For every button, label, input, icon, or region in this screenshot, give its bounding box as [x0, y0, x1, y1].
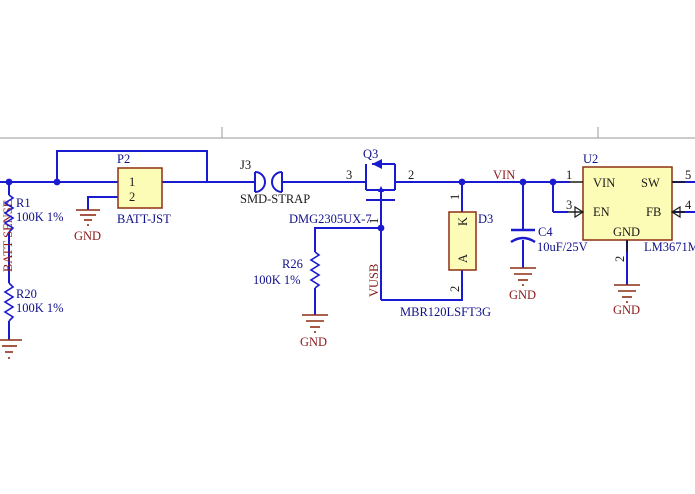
capacitor-c4: C4 10uF/25V [510, 225, 588, 254]
resistor-r1: R1 100K 1% [3, 194, 64, 233]
sheet-border [0, 127, 695, 139]
d3-pin-k: 1 [448, 194, 462, 200]
ground-symbol-r20 [0, 339, 22, 359]
d3-part: MBR120LSFT3G [400, 305, 491, 319]
q3-pin-gate: 1 [367, 218, 381, 224]
r1-value: 100K 1% [16, 210, 64, 224]
c4-designator: C4 [538, 225, 553, 239]
gnd-label-r26: GND [300, 335, 327, 349]
mosfet-q3: Q3 3 2 1 DMG2305UX-7 [289, 147, 414, 226]
d3-designator: D3 [478, 212, 493, 226]
p2-pin1: 1 [129, 175, 135, 189]
d3-pin-a: 2 [448, 286, 462, 292]
connector-p2: P2 1 2 BATT-JST [117, 152, 171, 226]
ground-symbol-c4: GND [509, 267, 536, 302]
r26-value: 100K 1% [253, 273, 301, 287]
p2-part: BATT-JST [117, 212, 171, 226]
r20-value: 100K 1% [16, 301, 64, 315]
gnd-label-u2: GND [613, 303, 640, 317]
d3-label-a: A [456, 254, 470, 263]
u2-pin-en-label: EN [593, 205, 610, 219]
ground-symbol-p2: GND [74, 209, 101, 243]
u2-pin-fb-number: 4 [685, 198, 692, 212]
r26-designator: R26 [282, 257, 303, 271]
q3-pin-drain: 2 [408, 168, 414, 182]
u2-pin-en-number: 3 [566, 198, 572, 212]
u2-part: LM3671M [644, 240, 695, 254]
j3-designator: J3 [240, 158, 251, 172]
net-label-vusb: VUSB [367, 264, 381, 297]
u2-pin-sw-label: SW [641, 176, 660, 190]
diode-d3: K A D3 1 2 MBR120LSFT3G [400, 194, 493, 319]
u2-pin-gnd-number: 2 [613, 256, 627, 262]
ic-u2: U2 VIN SW EN FB GND 1 5 3 4 2 LM3671M [566, 152, 695, 262]
u2-pin-sw-number: 5 [685, 168, 691, 182]
u2-designator: U2 [583, 152, 598, 166]
junctions [5, 178, 557, 232]
wires [0, 150, 695, 340]
ground-symbol-u2: GND [613, 284, 640, 317]
u2-pin-vin-number: 1 [566, 168, 572, 182]
u2-pin-gnd-label: GND [613, 225, 640, 239]
c4-value: 10uF/25V [537, 240, 588, 254]
u2-pin-vin-label: VIN [593, 176, 615, 190]
resistor-r26: R26 100K 1% [253, 251, 321, 289]
r1-designator: R1 [16, 196, 31, 210]
strap-j3: J3 SMD-STRAP [240, 158, 310, 206]
j3-part: SMD-STRAP [240, 192, 310, 206]
r20-designator: R20 [16, 287, 37, 301]
q3-part: DMG2305UX-7 [289, 212, 372, 226]
d3-label-k: K [456, 217, 470, 226]
q3-designator: Q3 [363, 147, 378, 161]
p2-pin2: 2 [129, 190, 135, 204]
q3-pin-source: 3 [346, 168, 352, 182]
ground-symbol-r26: GND [300, 314, 328, 349]
p2-designator: P2 [117, 152, 130, 166]
gnd-label-c4: GND [509, 288, 536, 302]
resistor-r20: R20 100K 1% [3, 282, 64, 322]
gnd-label-p2: GND [74, 229, 101, 243]
u2-pin-fb-label: FB [646, 205, 661, 219]
net-label-vin: VIN [493, 168, 515, 182]
